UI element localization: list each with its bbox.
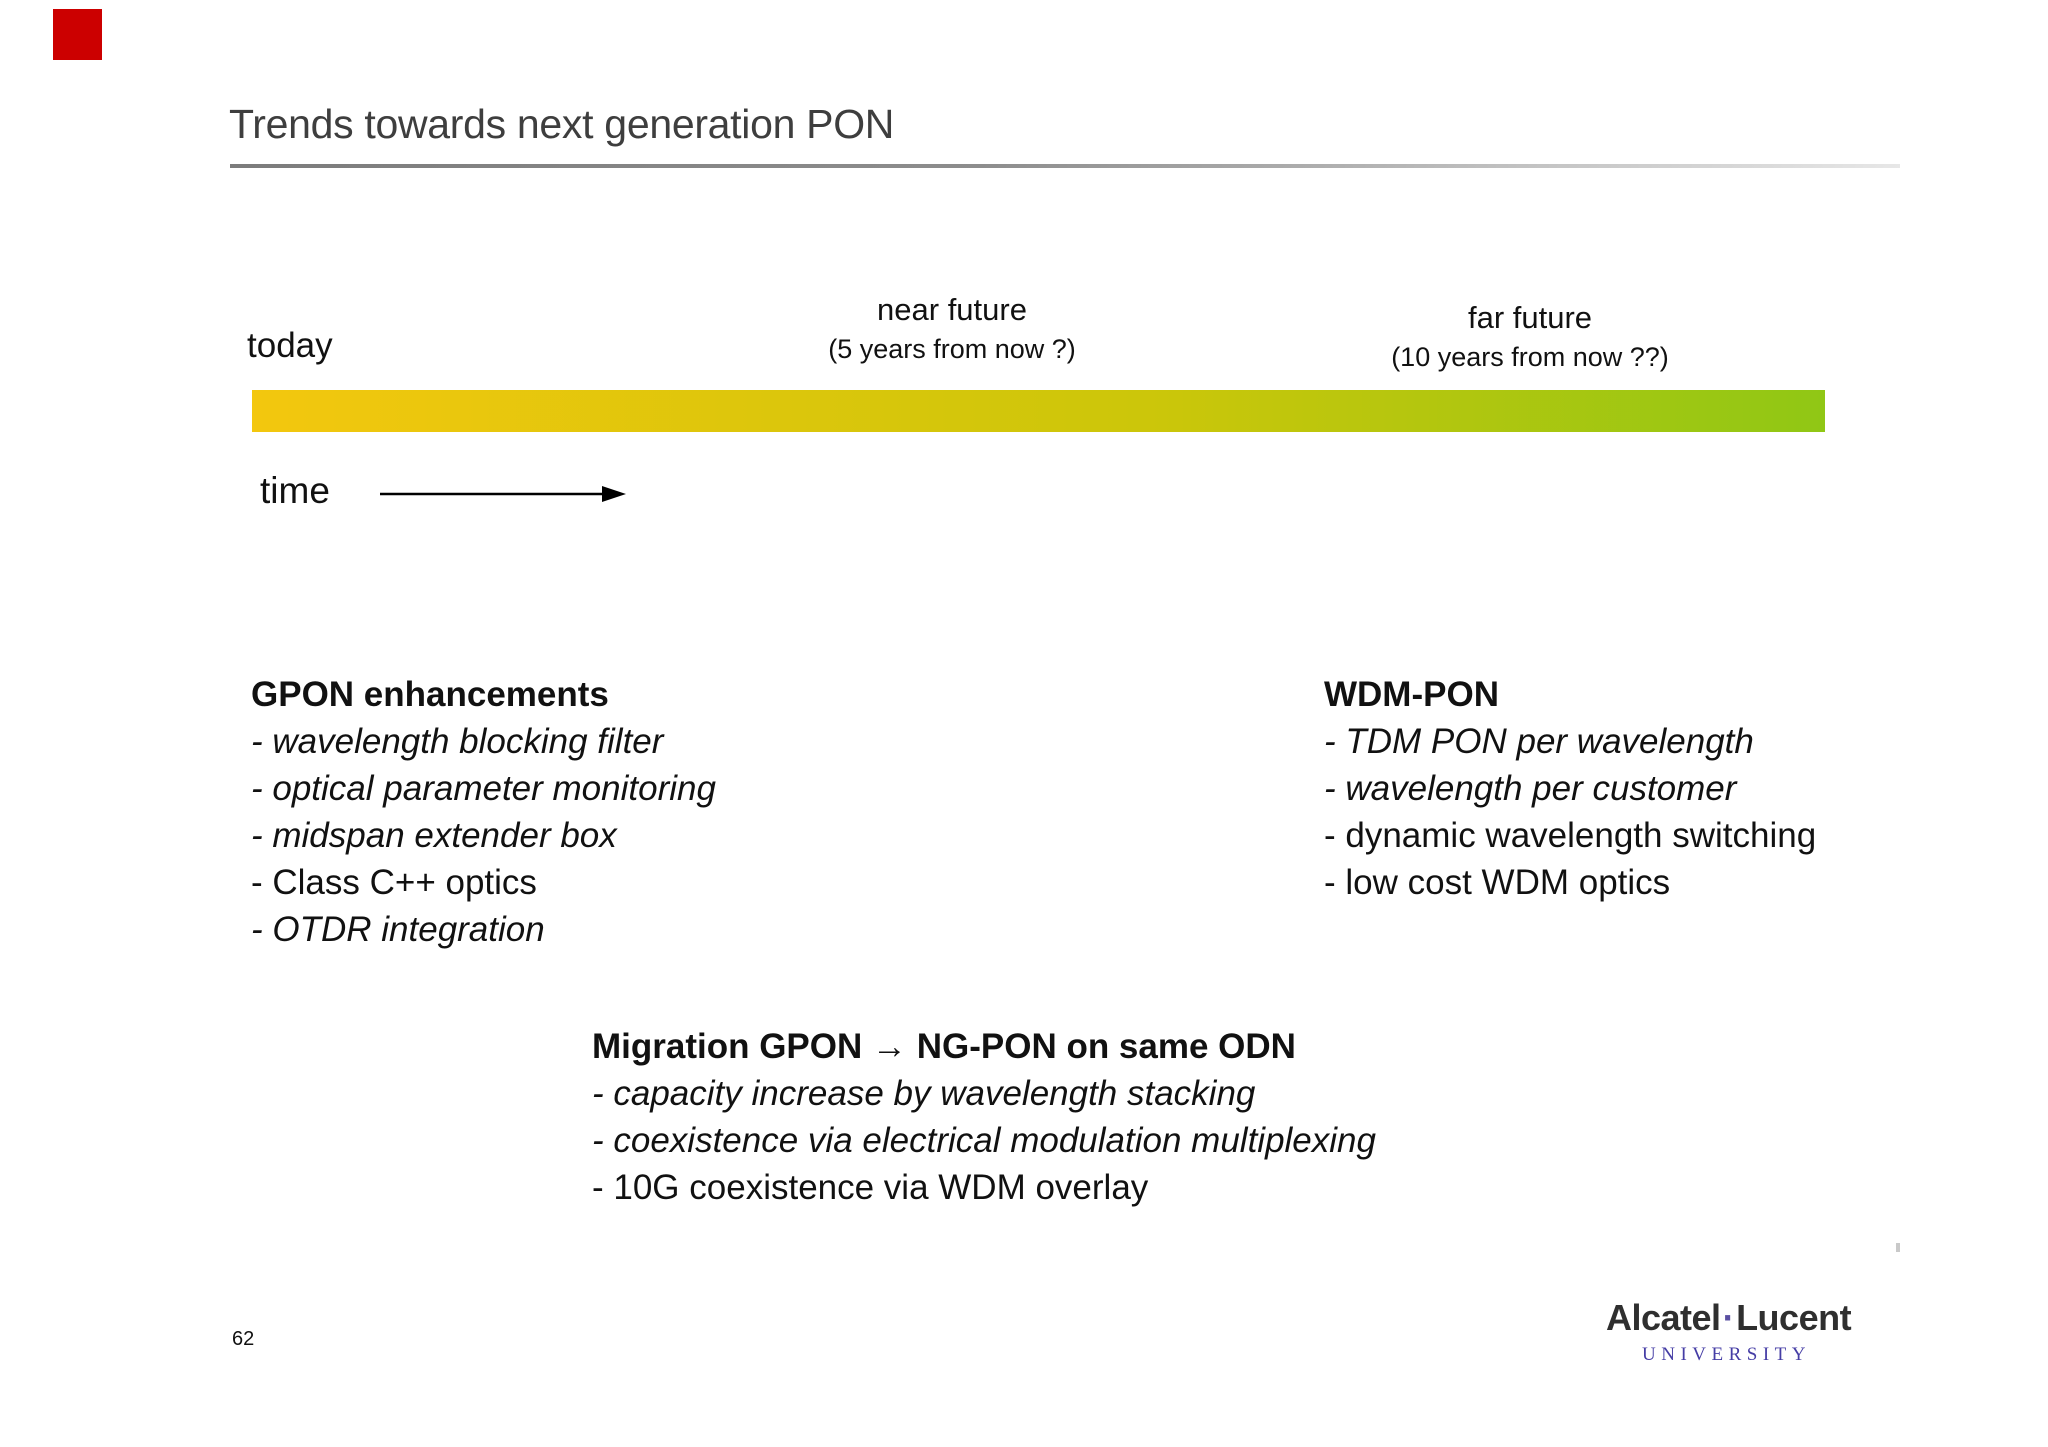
gpon-heading: GPON enhancements bbox=[251, 675, 609, 714]
timeline-gradient-bar bbox=[252, 390, 1825, 432]
time-axis-label: time bbox=[260, 470, 330, 511]
brand-dot-icon: · bbox=[1722, 1297, 1735, 1338]
bullet-item: - Class C++ optics bbox=[251, 863, 537, 902]
bullet-item: - dynamic wavelength switching bbox=[1324, 816, 1817, 855]
wdm-bullet-list: - TDM PON per wavelength - wavelength per… bbox=[1324, 718, 1816, 906]
page-number: 62 bbox=[232, 1328, 255, 1350]
bullet-item: - 10G coexistence via WDM overlay bbox=[592, 1168, 1149, 1207]
bullet-item: - wavelength per customer bbox=[1324, 769, 1737, 808]
near-future-sublabel: (5 years from now ?) bbox=[828, 334, 1076, 364]
alcatel-lucent-logo: Alcatel·Lucent UNIVERSITY bbox=[1606, 1297, 1852, 1366]
far-future-sublabel: (10 years from now ??) bbox=[1391, 342, 1669, 372]
bullet-item: - midspan extender box bbox=[251, 816, 617, 855]
wdm-pon-block: WDM-PON - TDM PON per wavelength - wavele… bbox=[1324, 671, 1816, 906]
brand-right: Lucent bbox=[1736, 1297, 1852, 1338]
bullet-item: - wavelength blocking filter bbox=[251, 722, 664, 761]
near-future-label: near future bbox=[877, 292, 1027, 327]
bullet-item: - capacity increase by wavelength stacki… bbox=[592, 1074, 1256, 1113]
university-label: UNIVERSITY bbox=[1642, 1344, 1811, 1365]
brand-left: Alcatel bbox=[1606, 1297, 1721, 1338]
bullet-item: - TDM PON per wavelength bbox=[1324, 722, 1754, 761]
bullet-item: - coexistence via electrical modulation … bbox=[592, 1121, 1376, 1160]
timeline-label-far-future: far future (10 years from now ??) bbox=[1310, 300, 1750, 373]
bullet-item: - optical parameter monitoring bbox=[251, 769, 716, 808]
red-corner-marker bbox=[53, 9, 102, 60]
time-arrow-icon bbox=[380, 486, 626, 502]
migration-heading: Migration GPON → NG-PON on same ODN bbox=[592, 1027, 1296, 1066]
brand-wordmark: Alcatel·Lucent bbox=[1606, 1297, 1852, 1338]
bullet-item: - OTDR integration bbox=[251, 910, 545, 949]
gpon-bullet-list: - wavelength blocking filter - optical pa… bbox=[251, 718, 716, 953]
bullet-item: - low cost WDM optics bbox=[1324, 863, 1671, 902]
timeline-label-today: today bbox=[247, 326, 333, 365]
wdm-heading: WDM-PON bbox=[1324, 675, 1499, 714]
stray-mark bbox=[1896, 1243, 1900, 1252]
migration-bullet-list: - capacity increase by wavelength stacki… bbox=[592, 1070, 1376, 1211]
gpon-enhancements-block: GPON enhancements - wavelength blocking … bbox=[251, 671, 716, 953]
timeline-label-near-future: near future (5 years from now ?) bbox=[732, 292, 1172, 365]
migration-block: Migration GPON → NG-PON on same ODN - ca… bbox=[592, 1023, 1376, 1211]
far-future-label: far future bbox=[1467, 300, 1593, 335]
title-underline bbox=[230, 164, 1900, 168]
page-title: Trends towards next generation PON bbox=[229, 101, 895, 147]
